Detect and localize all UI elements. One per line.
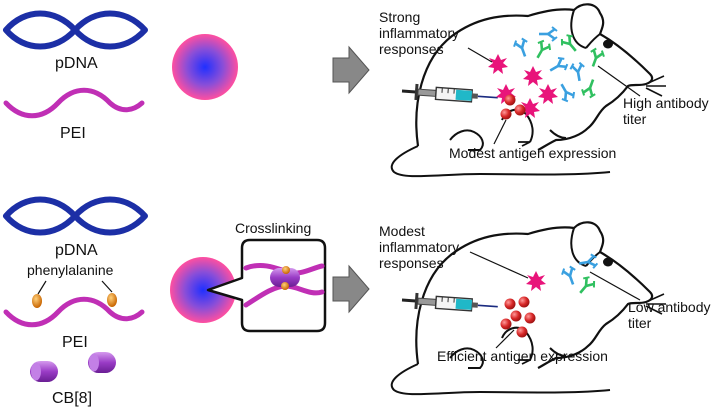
zoom-phenylalanine-top bbox=[282, 266, 290, 274]
bottom-nanoparticle-icon bbox=[170, 257, 236, 323]
phenylalanine-icon bbox=[107, 293, 117, 307]
crosslinking-label: Crosslinking bbox=[235, 220, 311, 236]
cell-icon bbox=[504, 298, 516, 310]
bottom-pdna-strand-icon bbox=[3, 196, 148, 236]
top-process-arrow-icon bbox=[332, 45, 370, 95]
bottom-panel: pDNA phenylalanine PEI CB[8] Crosslinkin… bbox=[3, 196, 714, 407]
bottom-callout-low-pointer bbox=[589, 271, 641, 301]
cell-icon bbox=[500, 108, 512, 120]
bottom-callout-expression-pointer bbox=[495, 329, 515, 349]
zoom-phenylalanine-bottom bbox=[281, 282, 289, 290]
phenylalanine-icon bbox=[32, 294, 42, 308]
bottom-pei-strand-icon bbox=[3, 296, 145, 328]
cell-icon bbox=[516, 326, 528, 338]
bottom-cb8-label: CB[8] bbox=[52, 390, 92, 407]
cell-icon bbox=[504, 94, 516, 106]
cb8-molecules bbox=[30, 352, 116, 382]
top-pdna-label: pDNA bbox=[55, 55, 98, 72]
top-callout-strong-pointer bbox=[467, 47, 493, 63]
bottom-callout-expression: Efficient antigen expression bbox=[437, 348, 608, 364]
cell-icon bbox=[524, 312, 536, 324]
cell-icon bbox=[518, 296, 530, 308]
bottom-callout-modest: Modest inflammatory responses bbox=[379, 223, 463, 271]
bottom-pei-label: PEI bbox=[62, 334, 88, 351]
bottom-callout-modest-pointer bbox=[469, 251, 529, 279]
top-panel: pDNA PEI bbox=[3, 3, 713, 178]
zoom-cb8-icon bbox=[270, 268, 300, 287]
bottom-pdna-label: pDNA bbox=[55, 242, 98, 259]
cell-icon bbox=[514, 104, 526, 116]
bottom-phenylalanine-label: phenylalanine bbox=[27, 262, 114, 278]
top-nanoparticle-icon bbox=[172, 34, 238, 100]
top-callout-expression: Modest antigen expression bbox=[449, 145, 616, 161]
cell-icon bbox=[510, 310, 522, 322]
top-callout-expression-pointer bbox=[493, 119, 507, 145]
bottom-cells bbox=[500, 296, 536, 338]
phe-pointer-left bbox=[37, 280, 47, 295]
top-pdna-strand-icon bbox=[3, 10, 148, 50]
cell-icon bbox=[500, 318, 512, 330]
crosslinking-zoom-box bbox=[206, 238, 327, 333]
bottom-callout-low: Low antibody titer bbox=[628, 299, 714, 331]
top-pei-label: PEI bbox=[60, 125, 86, 142]
top-callout-strong: Strong inflammatory responses bbox=[379, 9, 463, 57]
top-callout-high: High antibody titer bbox=[623, 95, 713, 127]
top-pei-strand-icon bbox=[3, 87, 145, 119]
top-callout-high-pointer bbox=[597, 65, 641, 97]
phe-pointer-right bbox=[101, 280, 113, 293]
bottom-process-arrow-icon bbox=[332, 264, 370, 314]
top-cells bbox=[500, 94, 526, 120]
